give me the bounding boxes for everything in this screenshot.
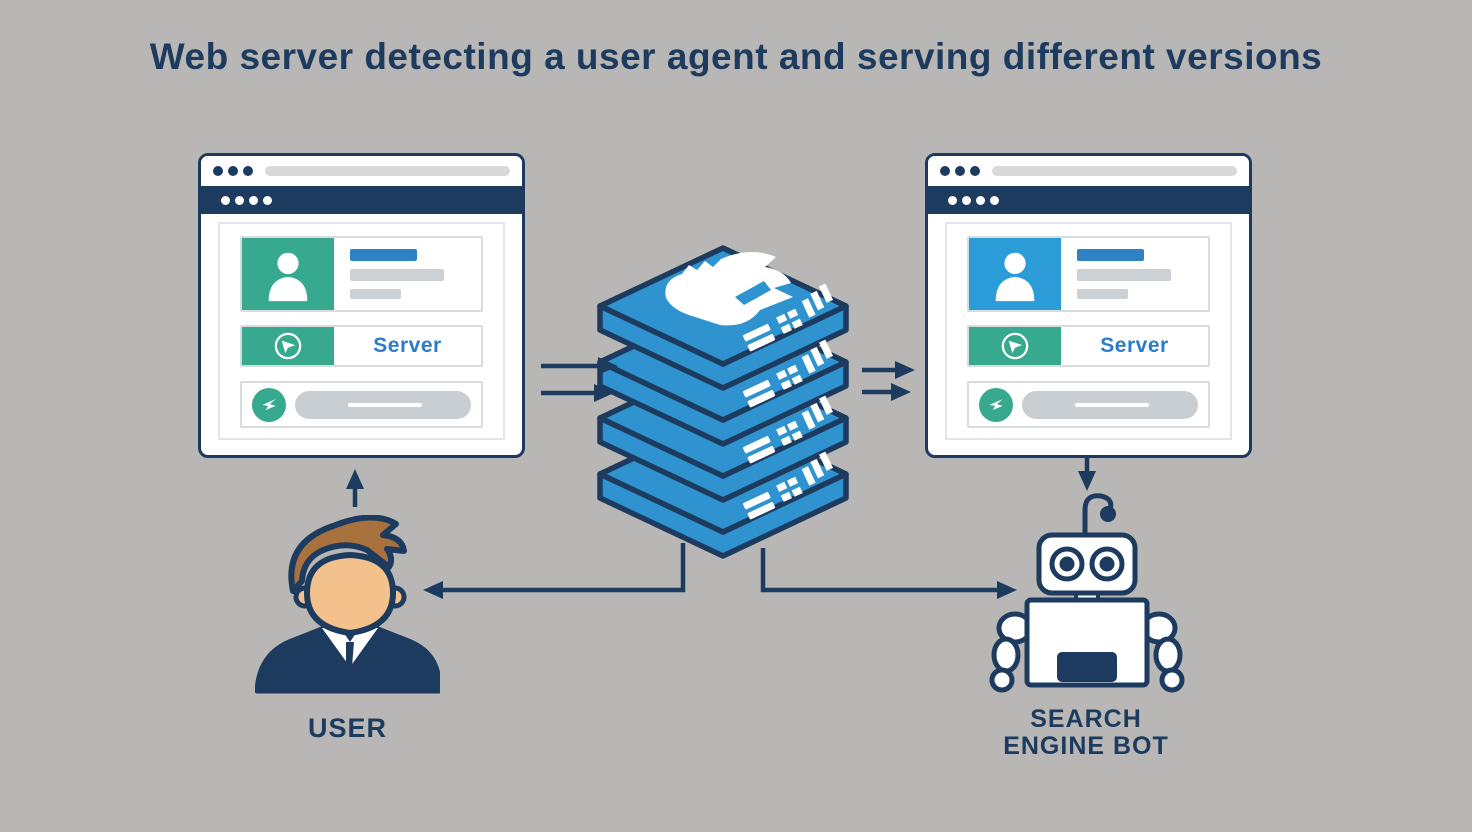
hair: [288, 515, 407, 594]
bot-label: SEARCH ENGINE BOT: [946, 706, 1226, 760]
search-row: [967, 381, 1210, 428]
text-line-secondary: [350, 269, 445, 281]
page-content: Server: [928, 214, 1249, 452]
address-bar: [265, 166, 510, 176]
avatar: [242, 238, 334, 310]
page-panel: Server: [218, 222, 505, 440]
server-vents-icon: [743, 283, 833, 520]
bird-badge: [252, 387, 286, 422]
avatar: [969, 238, 1061, 310]
robot-figure: [989, 493, 1185, 693]
server-label: Server: [373, 334, 442, 357]
profile-text-lines: [1061, 238, 1208, 310]
person-icon: [268, 252, 308, 302]
falcon-icon: [665, 251, 793, 326]
browser-titlebar: [201, 156, 522, 186]
profile-card: [240, 236, 483, 312]
user-label: USER: [307, 713, 387, 743]
page-content: Server: [201, 214, 522, 452]
server-stack: [597, 245, 849, 559]
server-row: Server: [967, 325, 1210, 367]
toolbar-dots-icon: [221, 195, 272, 205]
bird-badge: [979, 387, 1013, 422]
text-line-primary: [350, 249, 417, 262]
text-line-secondary: [1077, 269, 1172, 281]
server-row: Server: [240, 325, 483, 367]
browser-titlebar: [928, 156, 1249, 186]
window-buttons-icon: [213, 166, 253, 176]
profile-card: [967, 236, 1210, 312]
person-icon: [995, 252, 1035, 302]
bot-label-line1: SEARCH: [1030, 705, 1142, 733]
text-line-tertiary: [1077, 288, 1128, 299]
server-label: Server: [1100, 334, 1169, 357]
browser-toolbar: [928, 186, 1249, 214]
robot-eyes-icon: [1049, 546, 1125, 582]
input-pill: [295, 390, 471, 419]
cursor-badge: [242, 327, 334, 365]
text-line-primary: [1077, 249, 1144, 262]
browser-window-user-version: Server: [198, 153, 525, 458]
page-panel: Server: [945, 222, 1232, 440]
cursor-icon: [1001, 332, 1029, 360]
robot-mouth: [1057, 652, 1117, 682]
search-row: [240, 381, 483, 428]
address-bar: [992, 166, 1237, 176]
bird-icon: [989, 398, 1003, 410]
user-figure: [255, 515, 440, 694]
input-pill: [1022, 390, 1198, 419]
browser-toolbar: [201, 186, 522, 214]
diagram-title: Web server detecting a user agent and se…: [149, 36, 1323, 77]
antenna-icon: [1082, 493, 1116, 538]
arrow-user-to-left-browser: [346, 469, 364, 507]
cursor-badge: [969, 327, 1061, 365]
bird-icon: [262, 398, 276, 410]
browser-window-bot-version: Server: [925, 153, 1252, 458]
toolbar-dots-icon: [948, 195, 999, 205]
cursor-icon: [274, 332, 302, 360]
window-buttons-icon: [940, 166, 980, 176]
text-line-tertiary: [350, 288, 401, 299]
arrow-right-browser-to-bot: [1078, 458, 1096, 491]
profile-text-lines: [334, 238, 481, 310]
bot-label-line2: ENGINE BOT: [1003, 732, 1169, 760]
